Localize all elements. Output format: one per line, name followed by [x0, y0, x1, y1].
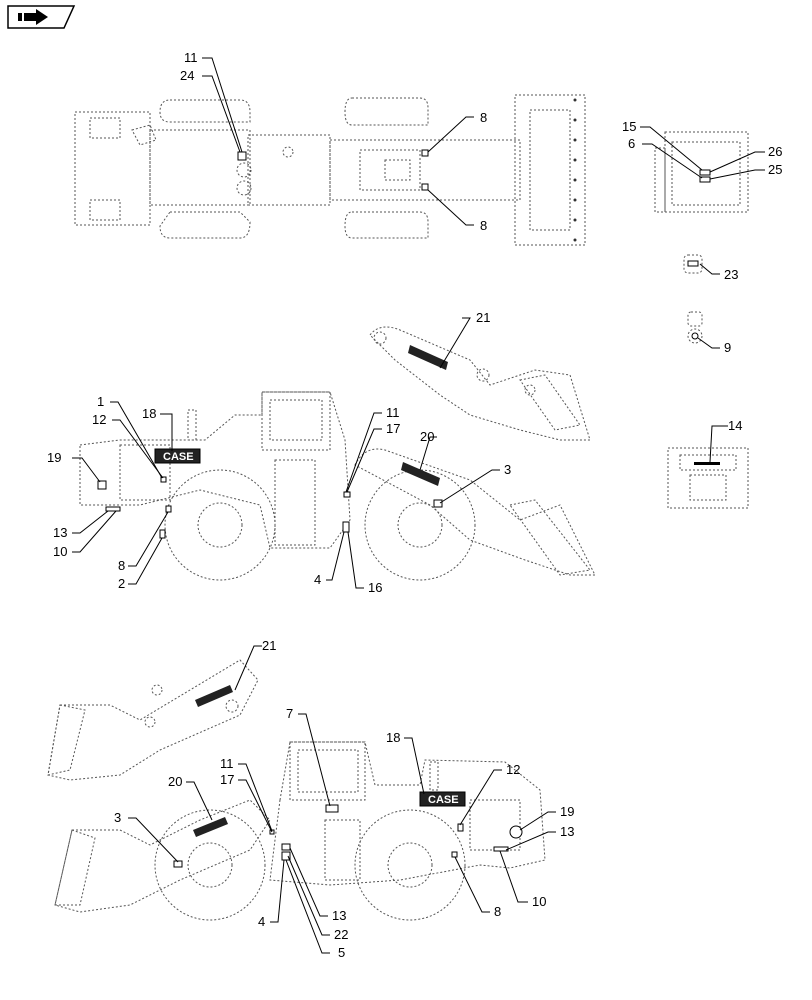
- callout-cab-26: 26: [768, 144, 782, 159]
- right-side-view: CASE 21 7 18 12 11 17 20 3: [47, 638, 574, 960]
- callout-ls-19: 19: [47, 450, 61, 465]
- decal-4-16-left: [342, 521, 350, 533]
- callout-ls-18: 18: [142, 406, 156, 421]
- callout-cab-6: 6: [628, 136, 635, 151]
- decal-11-24: [237, 151, 247, 161]
- callout-cab-25: 25: [768, 162, 782, 177]
- decal-13-10-left: [105, 506, 121, 512]
- callout-rs-17: 17: [220, 772, 234, 787]
- decal-9: [691, 332, 699, 340]
- decal-7-right: [325, 804, 339, 813]
- bucket-bolts: [573, 98, 577, 242]
- small-parts-view: 23 9 14: [667, 254, 749, 509]
- decal-15-26: [699, 169, 711, 176]
- decal-6-25: [699, 176, 711, 183]
- callout-ls-12: 12: [92, 412, 106, 427]
- callout-rs-11: 11: [220, 756, 234, 771]
- callout-cab-15: 15: [622, 119, 636, 134]
- callout-ls-20: 20: [420, 429, 434, 444]
- cab-detail-view: 15 6 26 25: [622, 119, 782, 213]
- callout-rs-18: 18: [386, 730, 400, 745]
- callout-ls-8: 8: [118, 558, 125, 573]
- decal-8-right: [451, 851, 458, 858]
- model-decal-21-left: [408, 345, 448, 370]
- callout-sp-14: 14: [728, 418, 742, 433]
- callout-top-24: 24: [180, 68, 194, 83]
- decal-8-left: [165, 505, 172, 513]
- callout-ls-10: 10: [53, 544, 67, 559]
- callout-rs-20: 20: [168, 774, 182, 789]
- callout-rs-21: 21: [262, 638, 276, 653]
- decal-11-17-left: [343, 491, 351, 498]
- model-decal-21-right: [195, 685, 233, 707]
- top-view: 11 24 8 8: [74, 50, 586, 246]
- decal-14: [694, 462, 720, 465]
- callout-rs-4: 4: [258, 914, 265, 929]
- left-side-view: CASE 21 1 18 12 19 11 17 20 3: [47, 310, 596, 595]
- callout-ls-3: 3: [504, 462, 511, 477]
- callout-rs-3: 3: [114, 810, 121, 825]
- callout-ls-11: 11: [386, 405, 400, 420]
- next-page-button[interactable]: [6, 4, 76, 30]
- decal-3-left: [433, 499, 443, 508]
- callout-ls-1: 1: [97, 394, 104, 409]
- callout-rs-13b: 13: [332, 908, 346, 923]
- decal-3-right: [173, 860, 183, 868]
- callout-ls-16: 16: [368, 580, 382, 595]
- callout-rs-12: 12: [506, 762, 520, 777]
- next-page-arrow-icon: [7, 5, 76, 29]
- callout-rs-19: 19: [560, 804, 574, 819]
- decal-1-12-left: [160, 476, 167, 483]
- callout-rs-13a: 13: [560, 824, 574, 839]
- model-decal-20-right: [193, 817, 228, 837]
- decal-2-left: [159, 529, 166, 539]
- callout-rs-7: 7: [286, 706, 293, 721]
- callout-ls-21: 21: [476, 310, 490, 325]
- callout-top-8a: 8: [480, 110, 487, 125]
- case-logo-text-right: CASE: [428, 794, 459, 806]
- decal-19-left: [97, 480, 107, 490]
- callout-top-11: 11: [184, 50, 198, 65]
- case-logo-text-left: CASE: [163, 451, 194, 463]
- callout-ls-4: 4: [314, 572, 321, 587]
- callout-top-8b: 8: [480, 218, 487, 233]
- callout-rs-22: 22: [334, 927, 348, 942]
- callout-sp-23: 23: [724, 267, 738, 282]
- decal-13-10-right: [493, 846, 509, 852]
- decal-23: [687, 260, 699, 267]
- callout-rs-10: 10: [532, 894, 546, 909]
- decal-8-bottom: [421, 183, 429, 191]
- case-logo-decal-18-right: CASE: [419, 791, 466, 807]
- callout-sp-9: 9: [724, 340, 731, 355]
- decal-19-right: [509, 825, 523, 839]
- model-decal-20-left: [401, 462, 440, 486]
- decal-13-right: [281, 843, 291, 851]
- callout-ls-13: 13: [53, 525, 67, 540]
- callout-rs-8: 8: [494, 904, 501, 919]
- callout-ls-17: 17: [386, 421, 400, 436]
- case-logo-decal-18-left: CASE: [154, 448, 201, 464]
- callout-rs-5: 5: [338, 945, 345, 960]
- callout-ls-2: 2: [118, 576, 125, 591]
- decal-8-top: [421, 149, 429, 157]
